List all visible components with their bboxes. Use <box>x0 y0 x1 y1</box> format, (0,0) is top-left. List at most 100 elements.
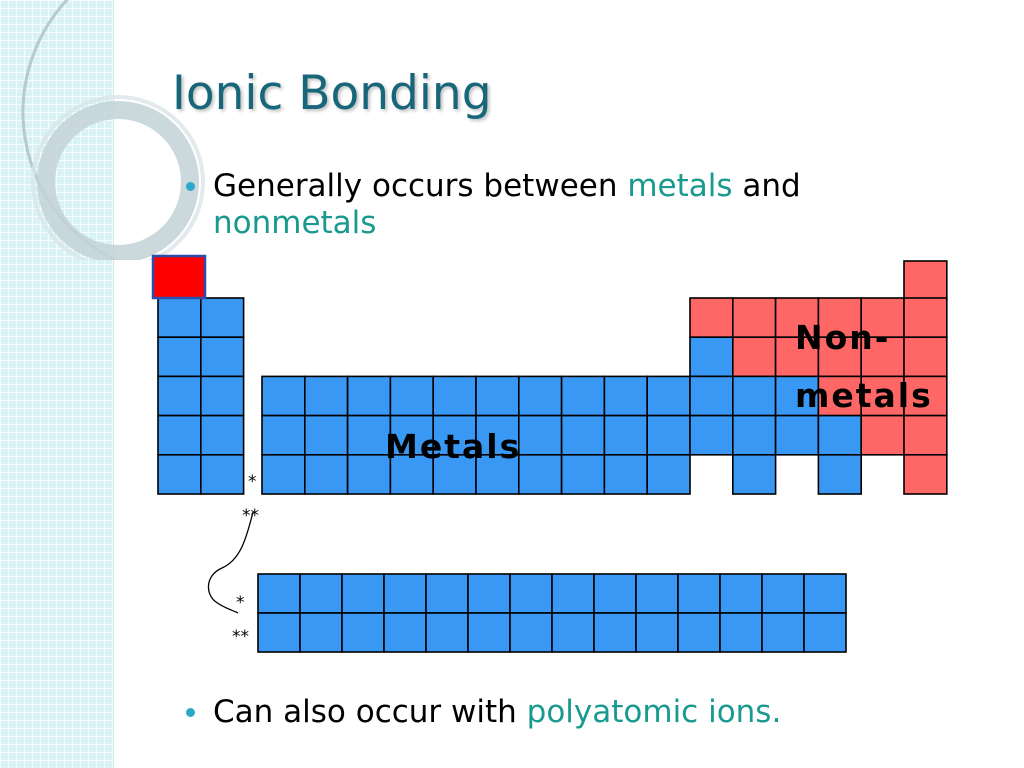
nonmetal-cell <box>903 336 948 378</box>
decorative-sidebar <box>0 0 114 768</box>
actinide-cell <box>467 612 511 653</box>
page-title: Ionic Bonding <box>172 66 492 121</box>
metal-cell <box>560 375 606 417</box>
periodic-table-cells <box>151 254 948 653</box>
metal-cell <box>432 414 477 456</box>
lanthanide-cell <box>509 573 553 614</box>
metal-cell <box>200 453 245 495</box>
metal-cell <box>346 375 392 417</box>
metal-cell <box>261 375 306 417</box>
metal-cell <box>560 414 606 456</box>
bullet-1-text: Generally occurs between <box>213 168 628 204</box>
metals-highlight: metals <box>627 168 733 204</box>
actinide-cell <box>383 612 427 653</box>
nonmetal-cell <box>731 297 777 339</box>
bullet-1-connector: and <box>732 168 801 204</box>
metal-cell <box>646 375 691 417</box>
polyatomic-ions-highlight: polyatomic ions. <box>526 694 782 730</box>
metal-cell <box>346 453 392 495</box>
bullet-2-text: Can also occur with <box>213 694 527 730</box>
actinide-cell <box>761 612 805 653</box>
nonmetals-highlight: nonmetals <box>213 205 377 241</box>
lanthanide-cell <box>761 573 805 614</box>
metal-cell <box>475 375 520 417</box>
actinide-cell <box>635 612 679 653</box>
nonmetal-cell <box>903 297 948 339</box>
metal-cell <box>261 453 306 495</box>
nonmetal-cell <box>903 375 948 417</box>
bullet-item-2: Can also occur with polyatomic ions. <box>186 694 913 731</box>
metal-cell <box>346 414 392 456</box>
bullet-icon <box>186 182 195 191</box>
actinide-cell <box>299 612 343 653</box>
metal-cell <box>261 414 306 456</box>
metal-cell <box>200 375 245 417</box>
metal-cell <box>157 414 202 456</box>
actinide-cell <box>803 612 847 653</box>
star-marker: * <box>248 472 257 492</box>
lanthanide-cell <box>299 573 343 614</box>
nonmetal-cell <box>817 297 863 339</box>
metal-cell <box>817 414 863 456</box>
metal-cell <box>603 414 649 456</box>
metal-cell <box>517 414 563 456</box>
nonmetal-cell <box>774 297 820 339</box>
lanthanide-connector <box>207 511 254 614</box>
lanthanide-cell <box>677 573 721 614</box>
lanthanide-cell <box>551 573 595 614</box>
nonmetals-label-line2: metals <box>795 376 933 415</box>
lanthanide-cell <box>425 573 469 614</box>
lanthanide-cell <box>467 573 511 614</box>
metal-cell <box>517 375 563 417</box>
metal-cell <box>774 414 820 456</box>
actinide-cell <box>593 612 637 653</box>
metal-cell <box>157 453 202 495</box>
metal-cell <box>603 375 649 417</box>
metal-cell <box>157 375 202 417</box>
metal-cell <box>731 375 777 417</box>
metal-cell <box>817 453 863 495</box>
metal-cell <box>517 453 563 495</box>
nonmetal-cell <box>903 453 948 495</box>
actinide-cell <box>719 612 763 653</box>
metal-cell <box>389 375 434 417</box>
metal-cell <box>731 414 777 456</box>
metal-cell <box>157 297 202 339</box>
nonmetal-cell <box>903 414 948 456</box>
bullet-item-1: Generally occurs between metals and nonm… <box>186 168 913 242</box>
metal-cell <box>200 297 245 339</box>
metal-cell <box>303 414 349 456</box>
metal-cell <box>689 414 734 456</box>
metal-cell <box>731 453 777 495</box>
metal-cell <box>689 375 734 417</box>
hydrogen-cell <box>151 254 207 300</box>
metal-cell <box>475 414 520 456</box>
metal-cell <box>560 453 606 495</box>
metal-cell <box>475 453 520 495</box>
lanthanide-cell <box>593 573 637 614</box>
lanthanide-cell <box>719 573 763 614</box>
bullet-icon <box>186 708 195 717</box>
actinide-cell <box>677 612 721 653</box>
actinide-cell <box>551 612 595 653</box>
nonmetals-label-line1: Non- <box>795 318 890 357</box>
lanthanide-cell <box>383 573 427 614</box>
metal-cell <box>303 453 349 495</box>
metal-cell <box>646 414 691 456</box>
actinide-star-marker: ** <box>232 627 249 647</box>
nonmetal-cell <box>689 297 734 339</box>
metal-cell <box>157 336 202 378</box>
metal-cell <box>774 375 820 417</box>
metal-cell <box>432 453 477 495</box>
metal-cell <box>200 414 245 456</box>
nonmetal-cell <box>860 414 905 456</box>
actinide-cell <box>341 612 385 653</box>
lanthanide-cell <box>257 573 301 614</box>
metal-cell <box>303 375 349 417</box>
lanthanide-cell <box>341 573 385 614</box>
metal-cell <box>432 375 477 417</box>
metal-cell <box>603 453 649 495</box>
actinide-cell <box>509 612 553 653</box>
metal-cell <box>646 453 691 495</box>
